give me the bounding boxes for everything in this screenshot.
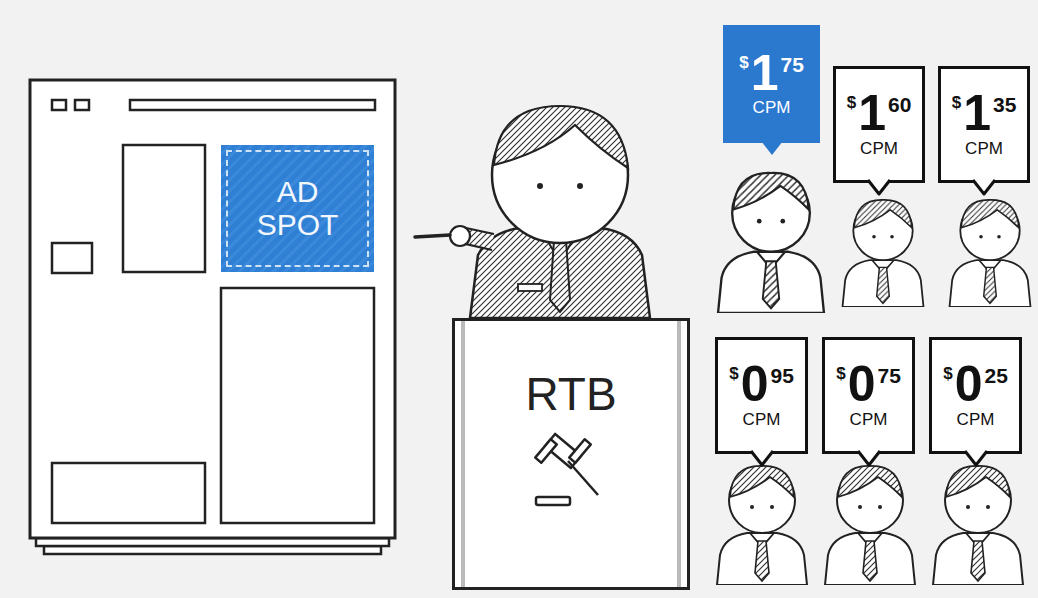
cpm-label: CPM <box>850 411 888 430</box>
currency-sign: $ <box>739 54 748 71</box>
price-dollars: 1 <box>751 50 779 98</box>
tag-pointer <box>761 141 783 157</box>
tag-pointer <box>965 452 987 468</box>
price-cents: 95 <box>770 365 793 386</box>
cpm-label: CPM <box>743 411 781 430</box>
currency-sign: $ <box>943 365 952 382</box>
auctioneer-figure <box>415 106 650 318</box>
currency-sign: $ <box>729 365 738 382</box>
ad-spot-label: AD SPOT <box>243 176 353 241</box>
tag-pointer <box>868 181 890 197</box>
currency-sign: $ <box>847 94 856 111</box>
cpm-label: CPM <box>957 411 995 430</box>
price-dollars: 1 <box>858 90 886 138</box>
price-cents: 75 <box>877 365 900 386</box>
tag-pointer <box>973 181 995 197</box>
price-tag: $160CPM <box>833 66 925 183</box>
price-row: $135 <box>952 90 1017 138</box>
tag-pointer <box>751 452 773 468</box>
cpm-label: CPM <box>965 140 1003 159</box>
price-cents: 25 <box>984 365 1007 386</box>
price-row: $160 <box>847 90 912 138</box>
price-tag: $025CPM <box>929 337 1022 454</box>
rtb-label: RTB <box>525 371 616 417</box>
price-dollars: 0 <box>848 361 876 409</box>
price-tag: $135CPM <box>938 66 1030 183</box>
cpm-label: CPM <box>860 140 898 159</box>
gavel-icon <box>526 431 616 511</box>
price-dollars: 0 <box>741 361 769 409</box>
bidder-figures <box>717 173 1031 585</box>
price-row: $075 <box>836 361 901 409</box>
cpm-label: CPM <box>753 99 791 118</box>
currency-sign: $ <box>836 365 845 382</box>
price-row: $175 <box>739 50 804 98</box>
price-dollars: 0 <box>955 361 983 409</box>
currency-sign: $ <box>952 94 961 111</box>
web-page <box>30 80 395 554</box>
price-row: $095 <box>729 361 794 409</box>
price-cents: 35 <box>993 94 1016 115</box>
price-cents: 75 <box>780 54 803 75</box>
price-tag: $095CPM <box>715 337 808 454</box>
price-dollars: 1 <box>963 90 991 138</box>
price-tag: $075CPM <box>822 337 915 454</box>
price-row: $025 <box>943 361 1008 409</box>
price-tag: $175CPM <box>723 25 820 143</box>
ad-spot-box: AD SPOT <box>221 145 374 272</box>
auction-podium: RTB <box>452 318 690 590</box>
price-cents: 60 <box>888 94 911 115</box>
tag-pointer <box>858 452 880 468</box>
